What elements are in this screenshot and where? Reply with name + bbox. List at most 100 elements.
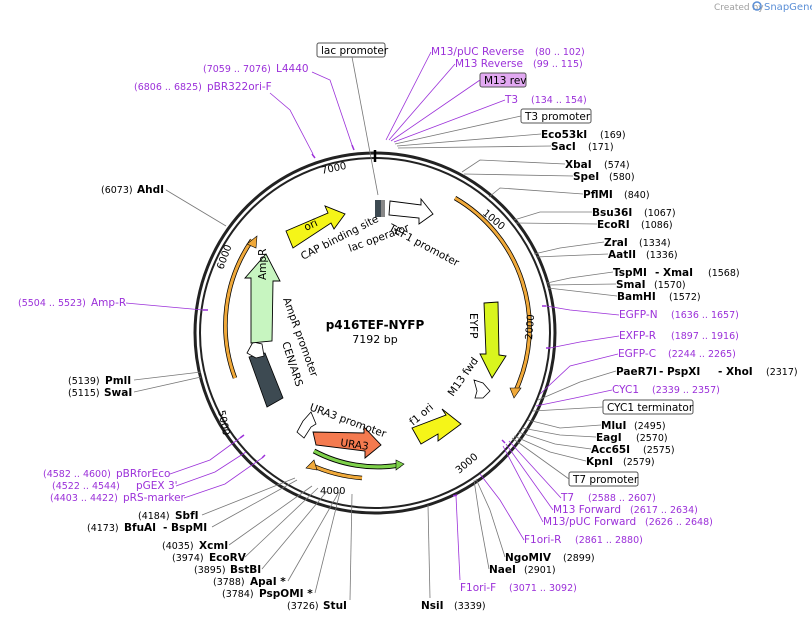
egfpn-label[interactable]: EGFP-N [619,309,658,321]
bsu36i-label[interactable]: Bsu36I [592,207,632,219]
pspomi-label[interactable]: PspOMI * [259,588,313,600]
ecori-leader [515,222,598,225]
ecorv-leader [244,487,319,558]
lac-block-grey [381,200,385,217]
eco53ki-pos: (169) [600,130,626,141]
sbfi-pos: (4184) [138,511,170,522]
lac-promoter-label[interactable]: lac promoter [321,45,389,57]
paer7i-leader [537,370,617,401]
pflmi-label[interactable]: PflMI [583,189,613,201]
bfuai-label[interactable]: BfuAI [124,522,156,534]
eyfp-label: EYFP [467,313,479,338]
ecorv-pos: (3974) [172,553,204,564]
m13forward-pos: (2617 .. 2634) [630,505,698,516]
stui-label[interactable]: StuI [323,600,347,612]
xcmi-label[interactable]: XcmI [199,540,228,552]
m13forward-label[interactable]: M13 Forward [553,504,621,516]
cen-ars-block [248,352,284,408]
sbfi-label[interactable]: SbfI [175,510,199,522]
egfpr-label[interactable]: EXFP-R [619,330,656,342]
prsmarker-label[interactable]: pRS-marker [123,492,186,504]
mlui-label[interactable]: MluI [601,420,626,432]
m13-reverse-label[interactable]: M13 Reverse [455,58,523,70]
tspmi-leader [546,271,614,284]
pbr322ori-label[interactable]: pBR322ori-F [207,81,272,93]
xbai-label[interactable]: XbaI [565,159,592,171]
m13-reverse-pos: (99 .. 115) [533,59,583,70]
f1orir-label[interactable]: F1ori-R [524,534,561,546]
eco53ki-label[interactable]: Eco53kI [541,129,587,141]
saci-label[interactable]: SacI [551,141,576,153]
plasmid-size: 7192 bp [352,333,397,346]
egfpr-leader [549,335,620,349]
tick-4000: 4000 [320,486,345,497]
nsii-label[interactable]: NsiI [421,600,444,612]
bstbi-pos: (3895) [194,565,226,576]
xmai-label[interactable]: - XmaI [655,267,693,279]
egfpn-leader [545,305,620,316]
m13pucfwd-label[interactable]: M13/pUC Forward [543,516,636,528]
eagi-leader [521,427,597,438]
m13-rev-label[interactable]: M13 rev [484,75,527,87]
nsii-pos: (3339) [454,601,486,612]
pgex3-label[interactable]: pGEX 3' [136,480,178,492]
l4440-pos: (7059 .. 7076) [203,64,271,75]
snapgene-logo-icon [752,1,762,11]
t7-label[interactable]: T7 [560,492,574,504]
apai-label[interactable]: ApaI * [250,576,286,588]
bstbi-label[interactable]: BstBI [230,564,261,576]
ecorv-label[interactable]: EcoRV [209,552,247,564]
pbrforeco-label[interactable]: pBRforEco [116,468,170,480]
f1orir-pos: (2861 .. 2880) [575,535,643,546]
f1-ori-arrow [411,408,462,445]
lac-promoter-box [316,42,386,58]
kpni-label[interactable]: KpnI [586,456,613,468]
l4440-label[interactable]: L4440 [276,63,309,75]
pspxi-label[interactable]: - PspXI [659,366,700,378]
swai-leader [133,376,202,393]
ampr-primer-label[interactable]: Amp-R [91,297,126,309]
swai-label[interactable]: SwaI [104,387,132,399]
ngomiv-label[interactable]: NgoMIV [505,552,552,564]
eco53ki-leader [396,133,542,147]
acc65i-label[interactable]: Acc65I [591,444,630,456]
naei-label[interactable]: NaeI [489,564,516,576]
f1orif-label[interactable]: F1ori-F [460,582,496,594]
ura3-arrow [312,425,382,459]
t7-promoter-label[interactable]: T7 promoter [572,474,639,486]
aatii-pos: (1336) [646,250,678,261]
egfpc-pos: (2244 .. 2265) [668,349,736,360]
plasmid-name: p416TEF-NYFP [326,318,425,332]
m13-rev-leader [390,79,481,142]
t3-label[interactable]: T3 [504,94,518,106]
credit-brand: SnapGene [764,2,812,13]
m13puc-rev-leader [385,51,432,141]
pbr322ori-leader [269,92,314,155]
eagi-label[interactable]: EagI [596,432,622,444]
saci-leader [397,145,552,149]
m13-fwd-arrow [473,379,491,399]
cyc1-terminator-label[interactable]: CYC1 terminator [607,402,694,414]
cyc1-label[interactable]: CYC1 [612,384,639,396]
spei-label[interactable]: SpeI [573,171,599,183]
ecori-label[interactable]: EcoRI [597,219,630,231]
bamhi-label[interactable]: BamHI [617,291,656,303]
mlui-pos: (2495) [634,421,666,432]
mark-pbrforeco [239,434,245,439]
smai-label[interactable]: SmaI [616,279,646,291]
egfpc-label[interactable]: EGFP-C [618,348,656,360]
m13puc-rev-label[interactable]: M13/pUC Reverse [431,46,524,58]
zrai-label[interactable]: ZraI [604,237,628,249]
paer7i-label[interactable]: PaeR7I [616,366,657,378]
green-arc [313,449,401,469]
tspmi-label[interactable]: TspMI [613,267,647,279]
bspmi-label[interactable]: - BspMI [163,522,207,534]
ahdi-label[interactable]: AhdI [137,184,164,196]
mark-pbr322 [311,153,316,159]
pmli-label[interactable]: PmlI [105,375,131,387]
t3-promoter-label[interactable]: T3 promoter [524,111,591,123]
xhoi-label[interactable]: - XhoI [718,366,753,378]
aatii-leader [535,253,609,258]
spei-pos: (580) [609,172,635,183]
aatii-label[interactable]: AatII [608,249,636,261]
